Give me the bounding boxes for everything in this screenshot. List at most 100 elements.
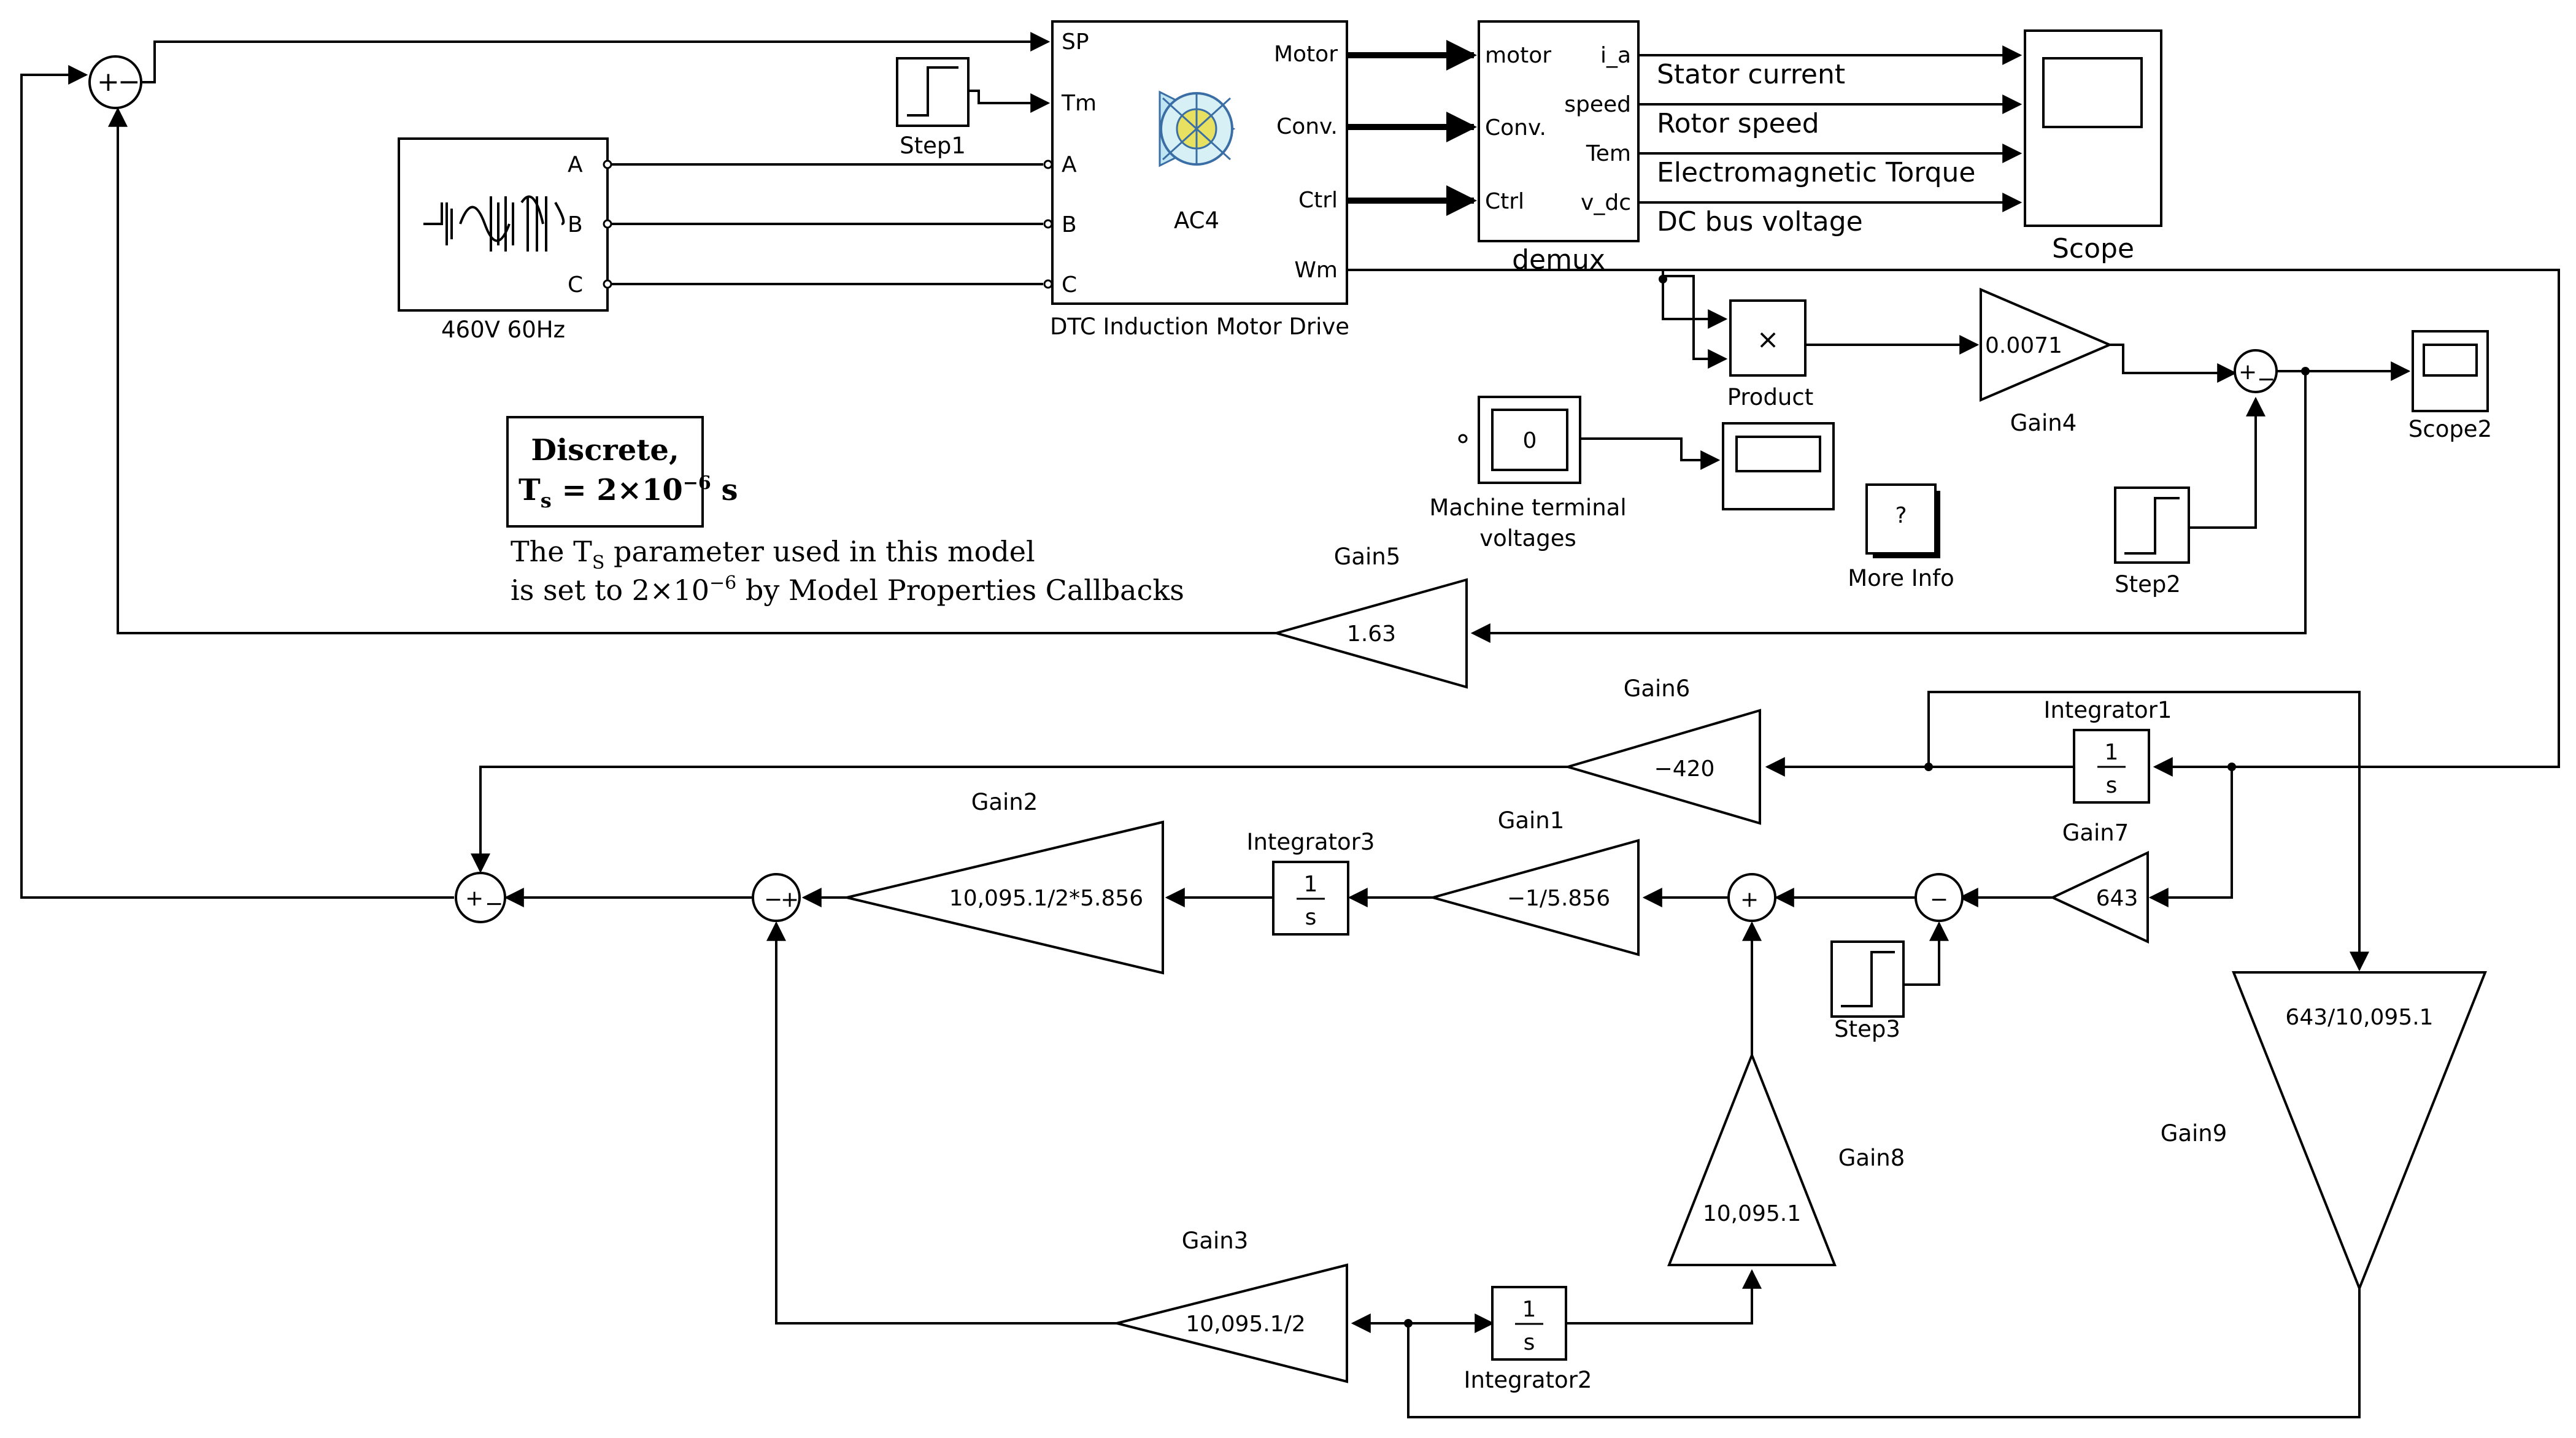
integrator3-label: Integrator3	[1247, 829, 1375, 855]
sum-sign-minus: −	[485, 891, 503, 917]
demux-port-conv: Conv.	[1485, 115, 1546, 140]
discrete-settings-block[interactable]: Discrete, Ts = 2×10−6 s	[506, 416, 738, 528]
demux-port-ctrl: Ctrl	[1485, 189, 1524, 214]
gain5-label: Gain5	[1334, 544, 1401, 570]
sum-sign-plus: +	[781, 887, 799, 912]
gain8-block[interactable]: 10,095.1 Gain8	[1667, 1052, 1905, 1266]
sum-block-speed-ref[interactable]: + −	[88, 55, 142, 109]
integrator3-num: 1	[1304, 872, 1318, 897]
multiply-icon: ×	[1757, 324, 1780, 355]
scope-signal-labels: Stator current Rotor speed Electromagnet…	[1657, 59, 1975, 237]
gain6-block[interactable]: −420 Gain6	[1563, 675, 1761, 825]
gain9-label: Gain9	[2161, 1120, 2227, 1147]
sum-block-gain8[interactable]: +	[1727, 873, 1776, 922]
step1-block[interactable]: Step1	[896, 57, 970, 159]
note-line2: is set to 2×10−6 by Model Properties Cal…	[511, 572, 1184, 607]
gain9-value: 643/10,095.1	[2285, 1005, 2433, 1030]
scope2-label: Scope2	[2408, 416, 2492, 442]
dtc-port-wm: Wm	[1294, 258, 1338, 283]
dtc-drive-block[interactable]: SP Tm A B C Motor Conv. Ctrl Wm AC4 DTC …	[1043, 20, 1349, 340]
sum-block-output[interactable]: + −	[455, 872, 506, 923]
sum-sign-minus: −	[118, 66, 141, 98]
integrator1-den: s	[2106, 773, 2118, 798]
dtc-port-a: A	[1062, 152, 1077, 177]
note-line1: The TS parameter used in this model	[511, 535, 1035, 574]
sum-sign-plus: +	[465, 886, 484, 911]
connection-lines	[20, 32, 2560, 1418]
integrator3-block[interactable]: 1 s Integrator3	[1247, 829, 1375, 936]
gain2-block[interactable]: 10,095.1/2*5.856 Gain2	[846, 789, 1164, 975]
machine-terminal-voltages-block[interactable]: 0 Machine terminal voltages	[1429, 396, 1627, 552]
gain7-block[interactable]: 643 Gain7	[2050, 820, 2149, 944]
gain5-value: 1.63	[1347, 621, 1396, 647]
scope-screen-icon	[2042, 57, 2143, 128]
product-block[interactable]: × Product	[1727, 299, 1813, 410]
gain1-block[interactable]: −1/5.856 Gain1	[1428, 807, 1640, 956]
gain3-label: Gain3	[1182, 1228, 1249, 1254]
source-label: 460V 60Hz	[441, 317, 565, 343]
mtv-label-line1: Machine terminal	[1429, 494, 1626, 521]
integrator2-den: s	[1524, 1330, 1535, 1355]
integrator3-den: s	[1305, 905, 1317, 930]
integrator1-block[interactable]: 1 s Integrator1	[2044, 697, 2172, 804]
step2-block[interactable]: Step2	[2114, 486, 2190, 598]
step3-label: Step3	[1834, 1016, 1900, 1042]
gain8-value: 10,095.1	[1703, 1201, 1801, 1226]
sum-sign-plus: +	[2239, 360, 2257, 385]
product-label: Product	[1727, 384, 1813, 410]
scope-label: Scope	[2052, 233, 2134, 264]
demux-port-speed: speed	[1564, 92, 1631, 117]
gain6-value: −420	[1654, 756, 1715, 782]
demux-port-vdc: v_dc	[1581, 190, 1631, 215]
signal-label-rotor-speed: Rotor speed	[1657, 108, 1819, 139]
integrator2-num: 1	[1522, 1297, 1537, 1322]
more-info-block[interactable]: ? More Info	[1848, 483, 1954, 591]
display-block[interactable]	[1722, 422, 1835, 510]
sum-sign-plus: +	[1740, 887, 1759, 912]
sum-block-torque[interactable]: + −	[2234, 349, 2278, 393]
demux-block[interactable]: motor Conv. Ctrl i_a speed Tem v_dc demu…	[1478, 20, 1640, 275]
gain3-block[interactable]: 10,095.1/2 Gain3	[1116, 1228, 1348, 1383]
step1-label: Step1	[900, 133, 966, 159]
sum-sign-minus: −	[2257, 367, 2275, 392]
integrator2-block[interactable]: 1 s Integrator2	[1464, 1286, 1592, 1393]
mtv-label-line2: voltages	[1479, 525, 1576, 552]
gain1-label: Gain1	[1498, 807, 1565, 834]
step3-block[interactable]: Step3	[1830, 940, 1905, 1042]
dtc-port-c: C	[1062, 272, 1077, 298]
source-port-c: C	[568, 272, 583, 298]
sum-block-step3[interactable]: −	[1915, 873, 1964, 922]
scope2-screen-icon	[2423, 344, 2478, 377]
discrete-ts-line: Ts = 2×10−6 s	[519, 472, 738, 512]
gain4-block[interactable]: 0.0071 Gain4	[1980, 287, 2113, 436]
integrator1-label: Integrator1	[2044, 697, 2172, 723]
dtc-port-sp: SP	[1062, 29, 1089, 55]
signal-label-electromagnetic-torque: Electromagnetic Torque	[1657, 157, 1975, 188]
demux-port-motor: motor	[1485, 43, 1551, 68]
sum-block-gain3[interactable]: − +	[752, 873, 801, 922]
gain8-label: Gain8	[1838, 1145, 1905, 1171]
gain9-block[interactable]: 643/10,095.1 Gain9	[2161, 971, 2487, 1292]
integrator2-label: Integrator2	[1464, 1367, 1592, 1393]
source-port-a: A	[568, 152, 583, 177]
step-icon	[1841, 951, 1895, 1007]
waveform-icon	[459, 195, 565, 252]
three-phase-source-block[interactable]: A B C 460V 60Hz	[398, 137, 612, 343]
gain2-label: Gain2	[971, 789, 1038, 815]
source-port-b: B	[568, 212, 583, 237]
demux-port-ia: i_a	[1600, 43, 1631, 68]
step-icon	[907, 66, 958, 117]
sum-sign-plus: +	[97, 66, 120, 98]
sum-sign-minus: −	[764, 887, 782, 912]
gain2-value: 10,095.1/2*5.856	[949, 886, 1143, 911]
scope-block[interactable]: Scope	[2024, 29, 2162, 264]
dtc-label: DTC Induction Motor Drive	[1050, 313, 1349, 340]
signal-label-stator-current: Stator current	[1657, 59, 1845, 90]
dtc-port-ctrl: Ctrl	[1298, 188, 1338, 213]
gain4-label: Gain4	[2010, 410, 2077, 436]
scope2-block[interactable]: Scope2	[2408, 330, 2492, 442]
step-icon	[2124, 497, 2180, 555]
gain4-value: 0.0071	[1985, 333, 2062, 358]
gain5-block[interactable]: 1.63 Gain5	[1271, 544, 1468, 689]
